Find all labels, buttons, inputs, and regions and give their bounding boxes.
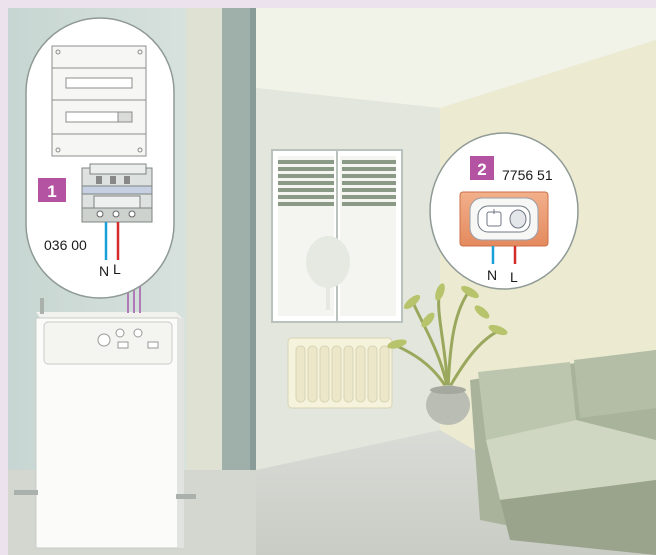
callout-2-wire-l-label: L	[510, 269, 518, 285]
boiler	[14, 298, 196, 548]
distribution-panel	[52, 46, 146, 156]
callout-1-product-ref: 036 00	[44, 237, 87, 253]
callout-2-product-ref: 7756 51	[502, 167, 553, 183]
callout-1-bubble: 1 036 00 N L	[26, 18, 174, 298]
callout-1-number: 1	[47, 182, 56, 201]
callout-2-wire-n-label: N	[487, 267, 497, 283]
callout-1-wire-n-label: N	[99, 263, 109, 279]
wall-switch	[460, 192, 548, 246]
callout-2-bubble: 2 7756 51 N L	[430, 133, 578, 289]
window	[272, 150, 402, 322]
callout-1-wire-l-label: L	[113, 261, 121, 277]
radiator	[288, 338, 392, 408]
breaker-module	[82, 164, 152, 222]
callout-2-number: 2	[477, 160, 486, 179]
